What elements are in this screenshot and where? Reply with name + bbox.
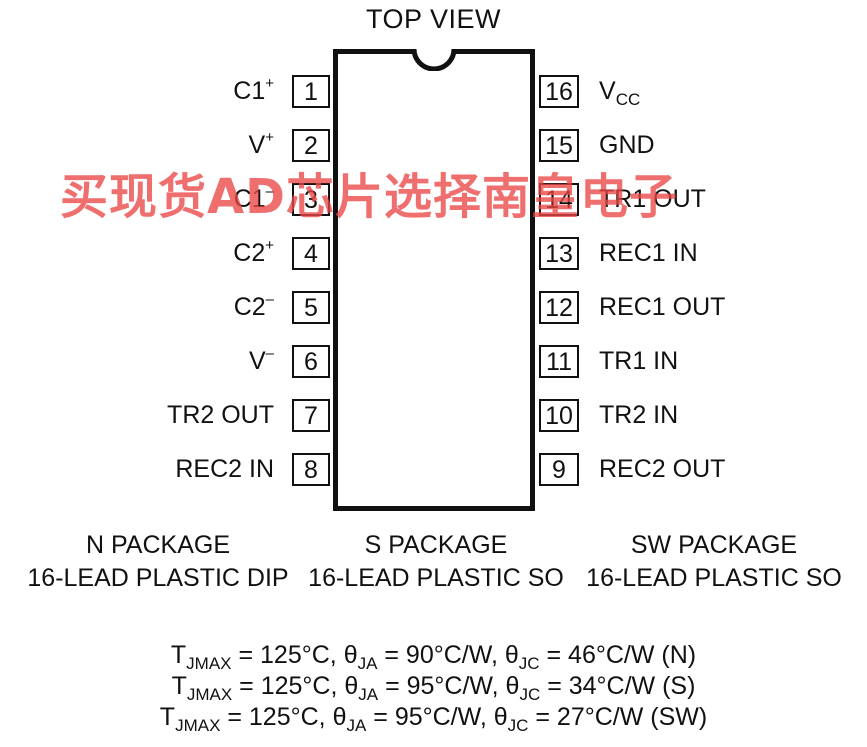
pin-name-superscript: + [265,128,274,146]
pin-16-number: 16 [539,75,579,108]
pin-15-number: 15 [539,129,579,162]
theta-ja-value: = 90°C/W, [384,641,498,669]
pin-12-number: 12 [539,291,579,324]
theta-ja-subscript: JA [357,654,378,673]
pin-11-label: TR1 IN [599,345,678,378]
theta-jc-symbol: θ [493,703,508,731]
theta-jc-symbol: θ [505,672,520,700]
package-sw-desc: 16-LEAD PLASTIC SO [586,564,842,592]
pin-name: V [599,77,616,105]
pin-10-number: 10 [539,399,579,432]
pin-name: V [248,347,266,375]
pin-9-label: REC2 OUT [599,453,725,486]
pin-3-number: 3 [292,183,330,216]
watermark-text: 买现货AD芯片选择南皇电子 [60,169,678,225]
pin-name: TR2 OUT [167,401,274,429]
pin-5-label: C2– [234,291,274,324]
thermal-line-3: TJMAX = 125°C, θJA = 95°C/W, θJC = 27°C/… [0,702,867,735]
package-n: N PACKAGE 16-LEAD PLASTIC DIP [13,529,303,595]
theta-ja-symbol: θ [343,641,358,669]
pin1-notch-icon [412,49,456,71]
pin-14-label: TR1 OUT [599,183,706,216]
tjmax-value: = 125°C, [238,641,337,669]
pin-name: REC2 IN [175,455,274,483]
theta-jc-symbol: θ [504,641,519,669]
pin-name-superscript: – [265,344,274,362]
pin-4-number: 4 [292,237,330,270]
pin-3-label: C1– [234,183,274,216]
theta-ja-symbol: θ [332,703,347,731]
theta-jc-value: = 46°C/W (N) [546,641,697,669]
thermal-line-2: TJMAX = 125°C, θJA = 95°C/W, θJC = 34°C/… [0,671,867,704]
pin-5-number: 5 [292,291,330,324]
pin-1-number: 1 [292,75,330,108]
package-sw: SW PACKAGE 16-LEAD PLASTIC SO [569,529,859,595]
theta-ja-symbol: θ [344,672,359,700]
package-s-name: S PACKAGE [364,531,508,559]
pin-name: C2 [233,239,266,267]
theta-ja-value: = 95°C/W, [385,672,499,700]
tjmax-value: = 125°C, [239,672,338,700]
tj-symbol: T [171,672,187,700]
pin-15-label: GND [599,129,655,162]
theta-ja-subscript: JA [358,685,379,704]
ic-package-body [333,49,535,511]
diagram-title: TOP VIEW [365,4,502,34]
package-s-desc: 16-LEAD PLASTIC SO [308,564,564,592]
pin-7-label: TR2 OUT [167,399,274,432]
pin-name: TR1 IN [599,347,679,375]
pin-14-number: 14 [539,183,579,216]
package-s: S PACKAGE 16-LEAD PLASTIC SO [291,529,581,595]
pin-2-label: V+ [249,129,274,162]
pin-name-superscript: + [265,74,274,92]
thermal-specs: TJMAX = 125°C, θJA = 90°C/W, θJC = 46°C/… [0,640,867,735]
tj-subscript: JMAX [186,685,233,704]
pin-name: REC2 OUT [599,455,726,483]
pin-7-number: 7 [292,399,330,432]
pin-16-label: VCC [599,75,640,108]
theta-jc-value: = 34°C/W (S) [547,672,696,700]
pin-6-label: V– [249,345,274,378]
tj-symbol: T [159,703,176,731]
pin-2-number: 2 [292,129,330,162]
tj-symbol: T [170,641,187,669]
pin-13-label: REC1 IN [599,237,698,270]
thermal-line-1: TJMAX = 125°C, θJA = 90°C/W, θJC = 46°C/… [0,640,867,673]
pin-name-subscript: CC [615,90,641,109]
theta-jc-subscript: JC [518,654,540,673]
pin-name: V [248,131,266,159]
theta-ja-value: = 95°C/W, [373,703,487,731]
pin-12-label: REC1 OUT [599,291,725,324]
pin-1-label: C1+ [233,75,274,108]
package-n-name: N PACKAGE [85,531,231,559]
pin-name: TR2 IN [599,401,679,429]
pin-name: TR1 OUT [599,185,706,213]
pin-9-number: 9 [539,453,579,486]
pin-name: REC1 OUT [599,293,726,321]
theta-jc-value: = 27°C/W (SW) [535,703,708,731]
pin-name: C1 [233,77,266,105]
theta-jc-subscript: JC [507,716,529,735]
tj-subscript: JMAX [186,654,232,673]
pin-name-superscript: – [265,182,274,200]
pin-8-number: 8 [292,453,330,486]
tj-subscript: JMAX [175,716,221,735]
theta-jc-subscript: JC [519,685,541,704]
pin-name-superscript: – [265,290,274,308]
package-sw-name: SW PACKAGE [630,531,798,559]
pin-name: REC1 IN [599,239,698,267]
pin-4-label: C2+ [233,237,274,270]
pin-name-superscript: + [265,236,274,254]
pin-name: GND [599,131,655,159]
pin-name: C1 [233,185,266,213]
pin-6-number: 6 [292,345,330,378]
package-n-desc: 16-LEAD PLASTIC DIP [27,564,289,592]
pin-name: C2 [233,293,266,321]
pin-10-label: TR2 IN [599,399,678,432]
pin-13-number: 13 [539,237,579,270]
tjmax-value: = 125°C, [227,703,326,731]
pin-11-number: 11 [539,345,579,378]
pin-8-label: REC2 IN [175,453,274,486]
theta-ja-subscript: JA [346,716,367,735]
